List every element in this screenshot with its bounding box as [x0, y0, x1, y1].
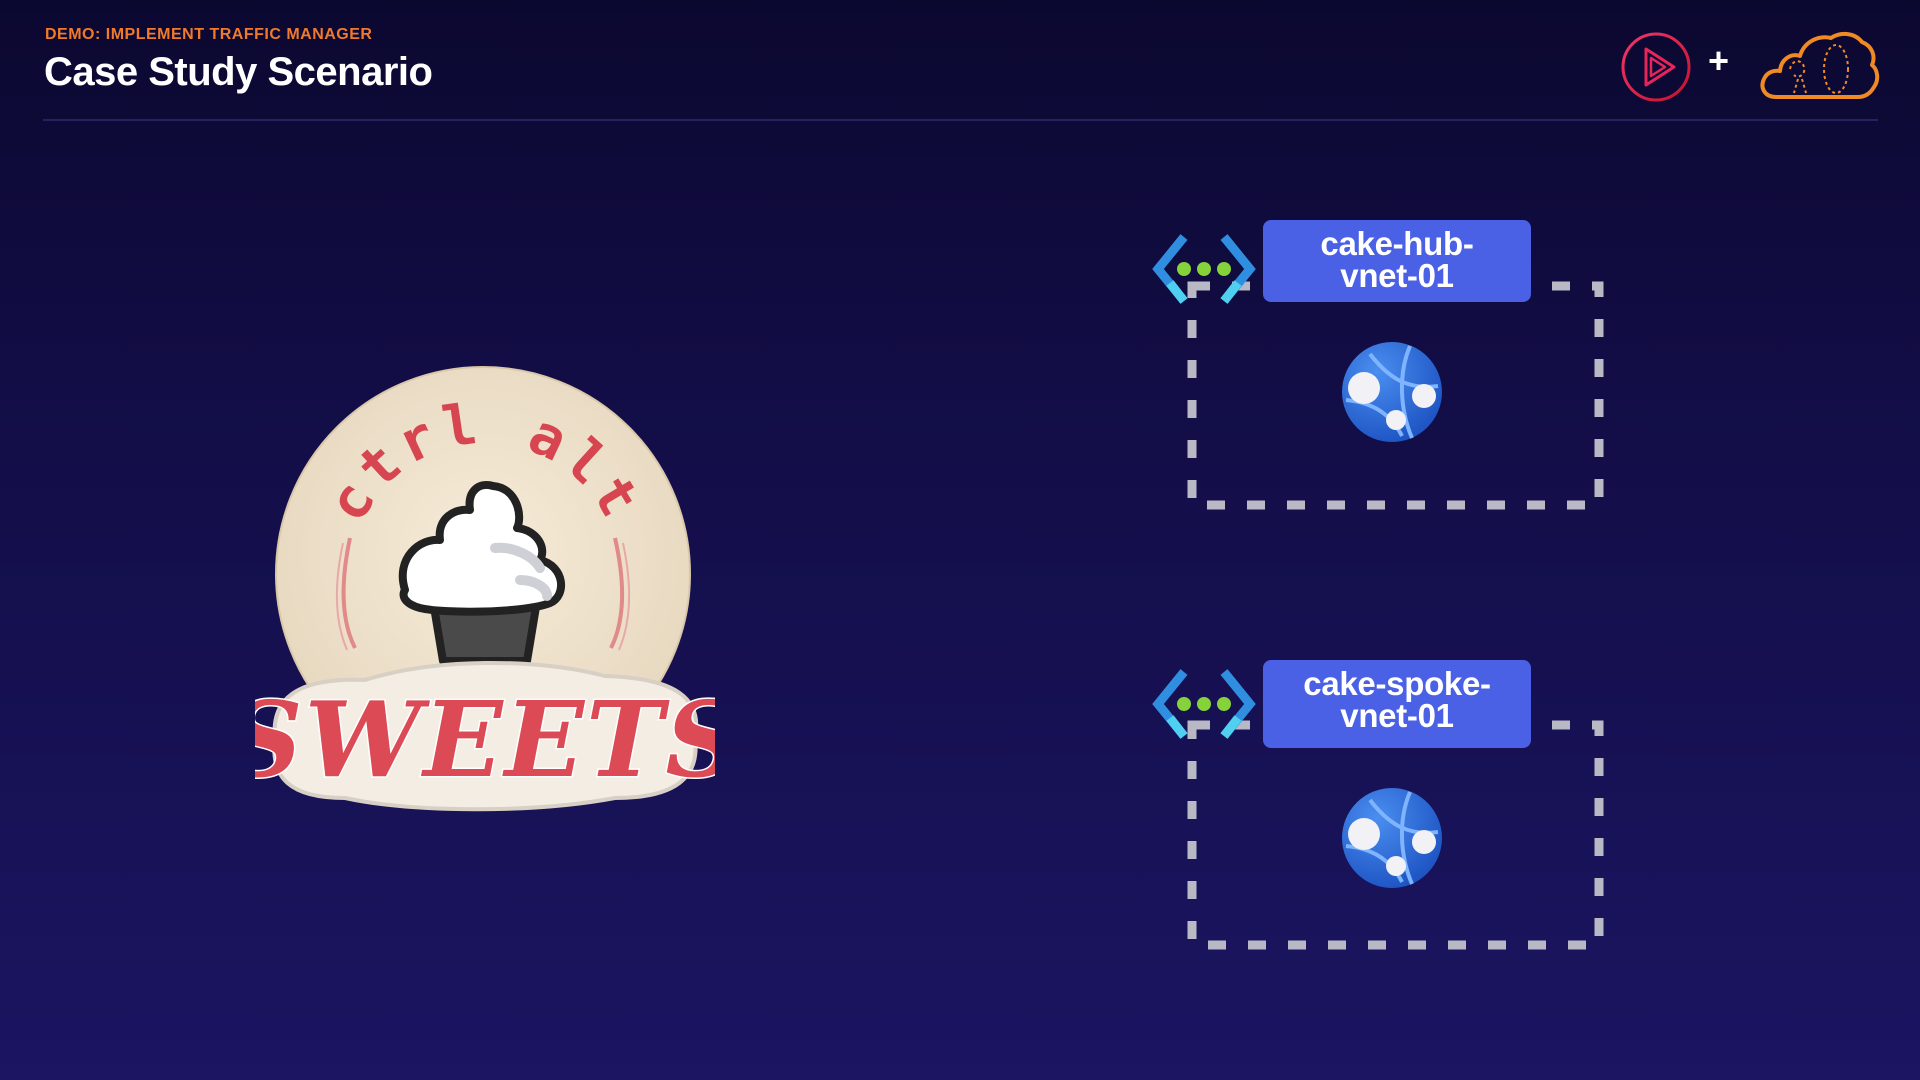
- logo-sweets-plate: [272, 661, 699, 812]
- vnet-label-line-1: cake-spoke-: [1303, 665, 1491, 702]
- vnet-hub: cake-hub- vnet-01: [1150, 220, 1610, 520]
- header-kicker: DEMO: IMPLEMENT TRAFFIC MANAGER: [45, 26, 373, 43]
- page-title: Case Study Scenario: [44, 50, 433, 94]
- logo-main-text: SWEETS: [255, 678, 715, 801]
- brand-logos: +: [1620, 28, 1880, 108]
- vnet-label-line-2: vnet-01: [1340, 697, 1454, 734]
- web-app-globe-icon: [1342, 342, 1442, 442]
- header-divider: [43, 119, 1878, 121]
- pluralsight-play-icon: [1621, 32, 1691, 102]
- web-app-globe-icon: [1342, 788, 1442, 888]
- cloud-academy-icon: [1760, 31, 1880, 99]
- virtual-network-icon: [1152, 669, 1256, 739]
- ctrl-alt-sweets-logo: ctrl alt SWEETS: [226, 358, 742, 818]
- vnet-label-line-1: cake-hub-: [1320, 225, 1474, 262]
- vnet-spoke: cake-spoke- vnet-01: [1150, 660, 1610, 960]
- vnet-label: cake-hub- vnet-01: [1263, 220, 1531, 302]
- vnet-label: cake-spoke- vnet-01: [1263, 660, 1531, 748]
- virtual-network-icon: [1152, 234, 1256, 304]
- plus-sign: +: [1708, 40, 1730, 81]
- vnet-label-line-2: vnet-01: [1340, 257, 1454, 294]
- cupcake-icon: [398, 481, 566, 665]
